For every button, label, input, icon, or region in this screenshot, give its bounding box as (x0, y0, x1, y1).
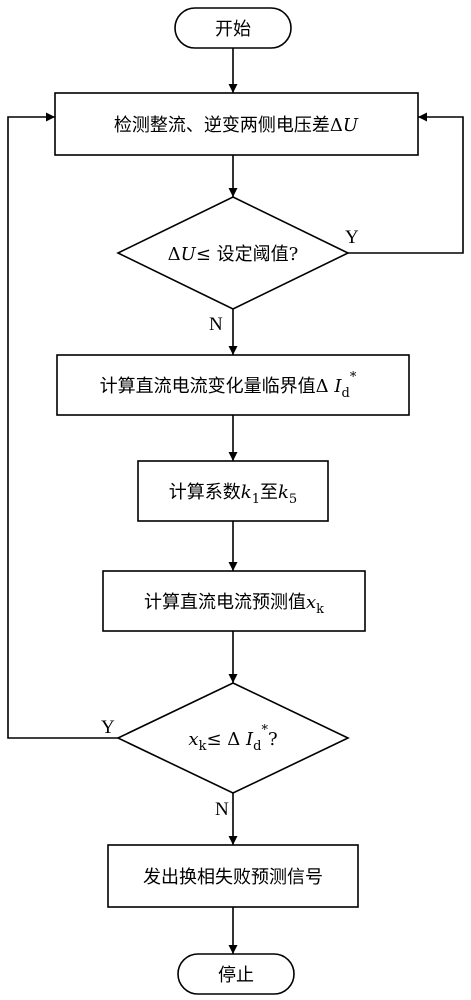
calc-predict-label: 计算直流电流预测值xk (144, 592, 324, 617)
calc-predict-box: 计算直流电流预测值xk (102, 570, 366, 632)
detect-voltage-box: 检测整流、逆变两侧电压差ΔU (54, 92, 419, 156)
arrow-decision2-yes-loop (7, 112, 118, 739)
calc-coeff-box: 计算系数k1至k5 (137, 460, 329, 522)
current-prediction-decision: xk≤ Δ Id*? (116, 682, 350, 794)
current-prediction-label: xk≤ Δ Id*? (188, 723, 277, 754)
calc-critical-box: 计算直流电流变化量临界值Δ Id* (56, 354, 410, 416)
voltage-threshold-label: ΔU≤ 设定阈值? (168, 244, 299, 265)
decision2-yes-label: Y (101, 717, 115, 738)
detect-voltage-label: 检测整流、逆变两侧电压差ΔU (114, 115, 359, 136)
decision2-no-label: N (215, 799, 229, 820)
stop-node: 停止 (177, 953, 295, 995)
start-node: 开始 (174, 7, 292, 49)
send-signal-label: 发出换相失败预测信号 (143, 867, 323, 888)
start-label: 开始 (215, 19, 251, 40)
decision1-no-label: N (209, 314, 223, 335)
calc-coeff-label: 计算系数k1至k5 (169, 482, 297, 507)
voltage-threshold-decision: ΔU≤ 设定阈值? (116, 196, 350, 310)
send-signal-box: 发出换相失败预测信号 (107, 844, 359, 908)
stop-label: 停止 (218, 965, 254, 986)
arrow-decision1-yes-loop (348, 112, 464, 254)
calc-critical-label: 计算直流电流变化量临界值Δ Id* (100, 370, 357, 401)
decision1-yes-label: Y (345, 227, 359, 248)
